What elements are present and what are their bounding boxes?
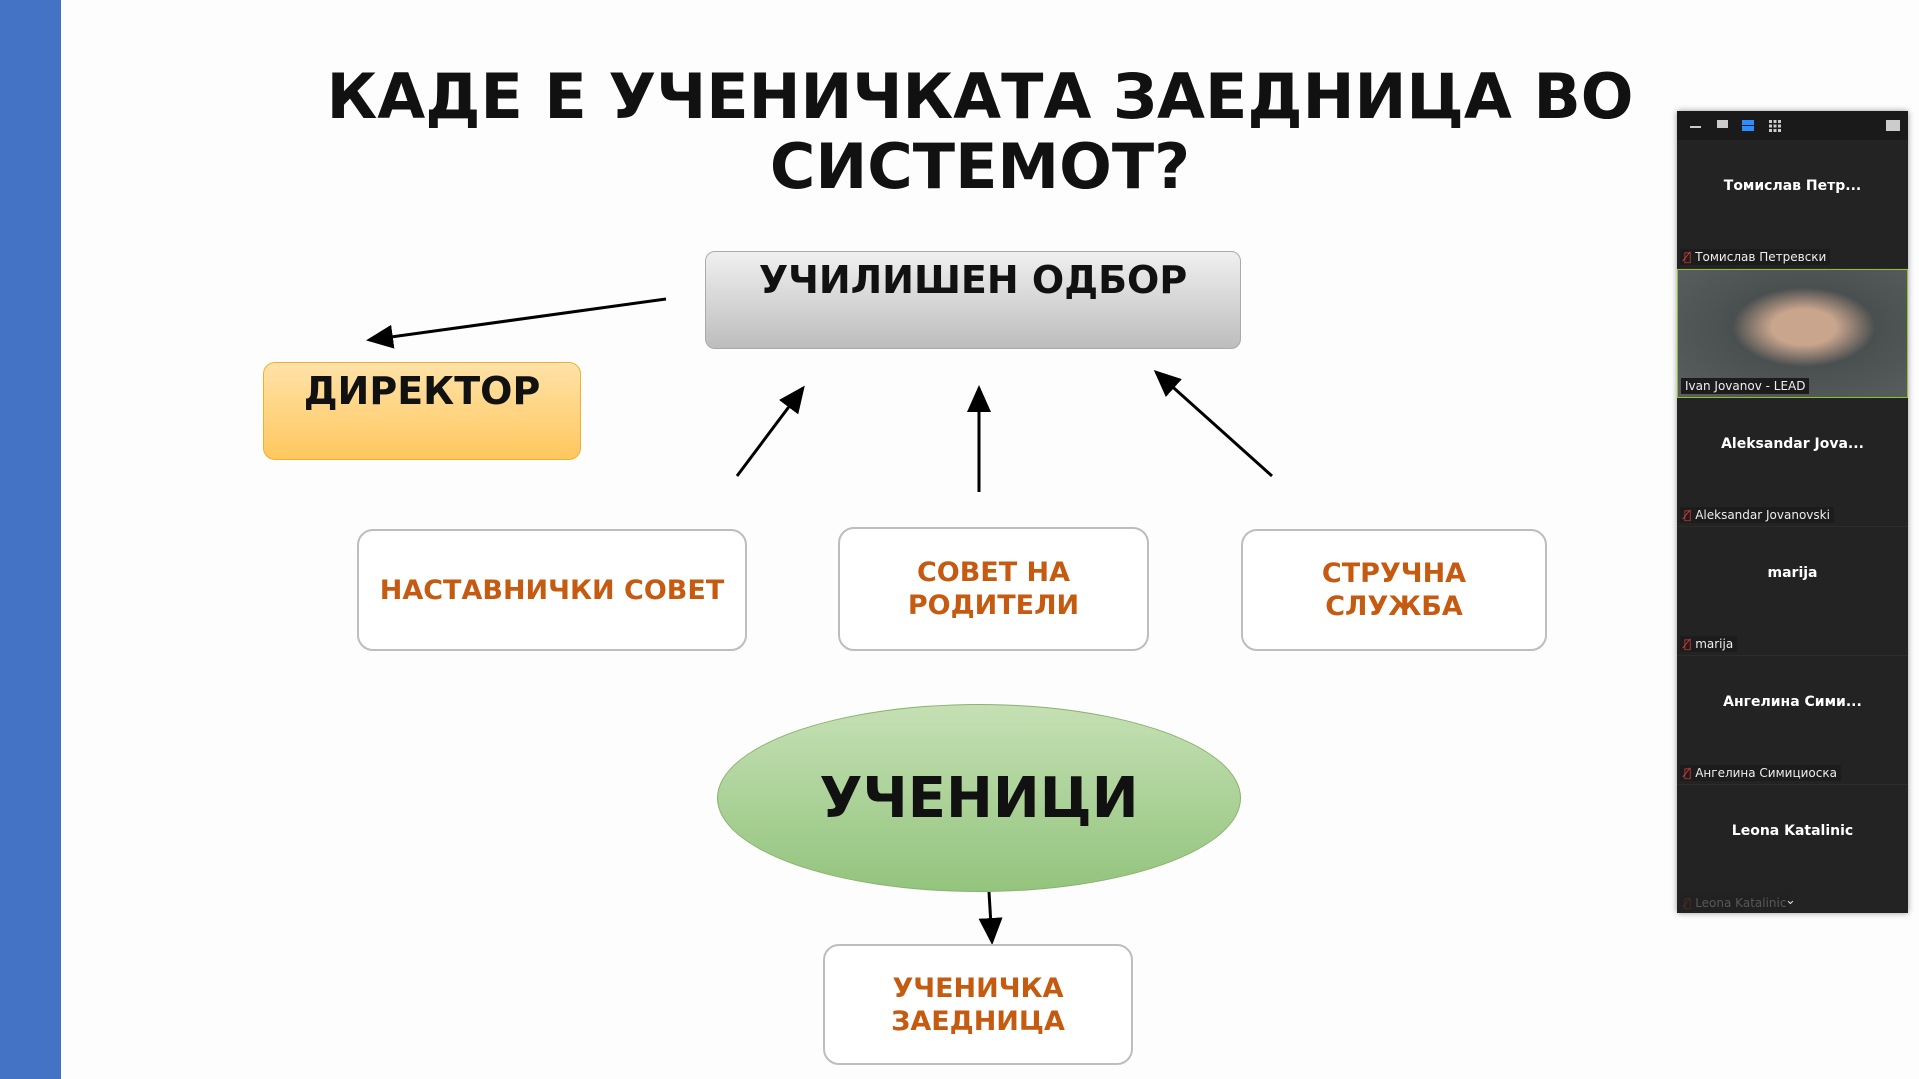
participant-video-tile[interactable]: Ivan Jovanov - LEAD	[1677, 269, 1908, 398]
participant-label: 🎙̸Aleksandar Jovanovski	[1680, 507, 1834, 523]
hide-video-icon[interactable]	[1717, 120, 1728, 128]
participant-label-text: Ivan Jovanov - LEAD	[1685, 379, 1806, 393]
gallery-view-icon[interactable]	[1769, 120, 1781, 132]
participant-tile[interactable]: Aleksandar Jova... 🎙̸Aleksandar Jovanovs…	[1677, 398, 1908, 527]
participant-name: Leona Katalinic	[1731, 823, 1854, 839]
participant-name: Aleksandar Jova...	[1721, 436, 1864, 452]
minimize-icon[interactable]	[1690, 126, 1701, 128]
participant-tile[interactable]: marija 🎙̸marija	[1677, 527, 1908, 656]
participant-tile[interactable]: Ангелина Сими... 🎙̸Ангелина Симициоска	[1677, 656, 1908, 785]
expert-service-box: СТРУЧНА СЛУЖБА	[1241, 529, 1547, 651]
title-line-2: СИСТЕМОТ?	[769, 130, 1191, 203]
participant-name: marija	[1767, 565, 1818, 581]
zoom-participants-panel: Томислав Петр... 🎙̸Томислав Петревски Iv…	[1677, 111, 1908, 913]
participant-tile[interactable]: Leona Katalinic 🎙̸Leona Katalinic ⌄	[1677, 785, 1908, 913]
panel-toolbar	[1677, 111, 1908, 140]
slide-accent-bar	[0, 0, 61, 1079]
mic-muted-icon: 🎙̸	[1684, 250, 1692, 264]
participant-name: Ангелина Сими...	[1723, 694, 1862, 710]
parents-council-box: СОВЕТ НА РОДИТЕЛИ	[838, 527, 1149, 651]
student-community-box: УЧЕНИЧКА ЗАЕДНИЦА	[823, 944, 1133, 1065]
participant-label: 🎙̸marija	[1680, 636, 1738, 652]
participant-label-text: marija	[1695, 637, 1734, 651]
mic-muted-icon: 🎙̸	[1684, 766, 1692, 780]
mic-muted-icon: 🎙̸	[1684, 637, 1692, 651]
teachers-council-box: НАСТАВНИЧКИ СОВЕТ	[357, 529, 747, 651]
school-board-box: УЧИЛИШЕН ОДБОР	[705, 251, 1241, 349]
participant-label-text: Aleksandar Jovanovski	[1695, 508, 1830, 522]
exit-panel-icon[interactable]	[1886, 120, 1900, 131]
chevron-down-icon[interactable]: ⌄	[1785, 893, 1796, 908]
speaker-view-icon[interactable]	[1742, 120, 1754, 131]
participant-tile[interactable]: Томислав Петр... 🎙̸Томислав Петревски	[1677, 140, 1908, 269]
mic-muted-icon: 🎙̸	[1684, 508, 1692, 522]
participant-label-text: Leona Katalinic	[1695, 896, 1787, 910]
participant-label: 🎙̸Томислав Петревски	[1680, 249, 1831, 265]
participant-label-text: Ангелина Симициоска	[1695, 766, 1837, 780]
participant-label: 🎙̸Leona Katalinic	[1680, 895, 1791, 911]
title-line-1: КАДЕ Е УЧЕНИЧКАТА ЗАЕДНИЦА ВО	[326, 60, 1634, 133]
participant-label: Ivan Jovanov - LEAD	[1681, 378, 1810, 394]
participant-name: Томислав Петр...	[1723, 178, 1862, 194]
students-ellipse: УЧЕНИЦИ	[717, 704, 1241, 892]
slide-title: КАДЕ Е УЧЕНИЧКАТА ЗАЕДНИЦА ВО СИСТЕМОТ?	[300, 62, 1660, 202]
mic-muted-icon: 🎙̸	[1684, 896, 1692, 910]
participant-label: 🎙̸Ангелина Симициоска	[1680, 765, 1841, 781]
director-box: ДИРЕКТОР	[263, 362, 581, 460]
participant-label-text: Томислав Петревски	[1695, 250, 1827, 264]
